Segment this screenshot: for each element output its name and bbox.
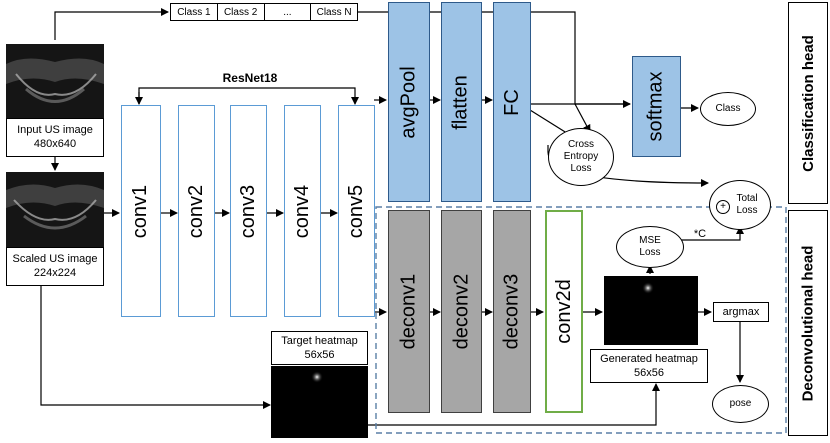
classification-head-box: Classification head (788, 2, 828, 204)
conv2-layer: conv2 (178, 105, 215, 317)
input-image-size: 480x640 (33, 138, 77, 150)
scaled-image-caption: Scaled US image 224x224 (6, 247, 104, 286)
scaled-image-label: Scaled US image (12, 253, 98, 265)
class-list-item: Class 2 (218, 4, 265, 20)
deconv3-layer: deconv3 (493, 210, 531, 413)
avgpool-layer: avgPool (388, 2, 430, 202)
plus-symbol: + (720, 201, 726, 212)
total-loss-label: Total Loss (736, 193, 758, 216)
generated-heatmap-size: 56x56 (634, 367, 664, 379)
conv1-layer: conv1 (121, 105, 161, 317)
conv5-layer: conv5 (338, 105, 375, 317)
conv5-label: conv5 (345, 184, 367, 238)
plus-icon: + (716, 200, 730, 214)
deconv2-label: deconv2 (450, 273, 472, 350)
argmax-label: argmax (722, 306, 760, 318)
mse-loss-label: MSE Loss (639, 235, 661, 258)
deconvolutional-head-box: Deconvolutional head (788, 210, 828, 436)
input-image-label: Input US image (17, 124, 93, 136)
generated-heatmap-label: Generated heatmap (600, 353, 698, 365)
deconv3-label: deconv3 (500, 273, 523, 350)
generated-heatmap-caption: Generated heatmap 56x56 (590, 349, 708, 383)
target-heatmap-image (271, 366, 368, 438)
deconvolutional-head-label: Deconvolutional head (799, 245, 817, 401)
scaled-image-size: 224x224 (33, 267, 77, 279)
deconv1-label: deconv1 (397, 273, 420, 350)
class-output-label: Class (715, 103, 741, 114)
cross-entropy-loss: Cross Entropy Loss (548, 128, 614, 186)
conv2d-layer: conv2d (545, 210, 583, 413)
classification-head-label: Classification head (799, 34, 817, 172)
avgpool-label: avgPool (397, 65, 420, 139)
target-heatmap-size: 56x56 (304, 349, 335, 361)
target-heatmap-caption: Target heatmap 56x56 (271, 331, 368, 365)
flatten-label: flatten (450, 74, 473, 130)
deconv-region (375, 206, 787, 434)
conv2d-label: conv2d (552, 279, 575, 344)
fc-label: FC (500, 88, 523, 116)
conv2-label: conv2 (185, 184, 207, 238)
class-output: Class (700, 92, 756, 126)
deconv2-layer: deconv2 (441, 210, 482, 413)
conv4-layer: conv4 (284, 105, 321, 317)
generated-heatmap-image (604, 276, 698, 345)
conv3-label: conv3 (237, 184, 259, 238)
scaled-us-image (6, 172, 104, 247)
conv4-label: conv4 (291, 184, 313, 238)
class-list-item: ... (265, 4, 312, 20)
target-heatmap-label: Target heatmap (281, 335, 358, 347)
class-list-item: Class 1 (171, 4, 218, 20)
mse-loss: MSE Loss (616, 226, 684, 268)
deconv1-layer: deconv1 (388, 210, 430, 413)
softmax-layer: softmax (632, 56, 681, 157)
conv1-label: conv1 (129, 184, 152, 238)
class-list-item: Class N (316, 6, 352, 18)
resnet-title: ResNet18 (222, 71, 278, 85)
class-list: Class 1 Class 2 ... Class N (170, 3, 358, 21)
conv3-layer: conv3 (230, 105, 267, 317)
total-loss: + Total Loss (709, 180, 771, 230)
softmax-label: softmax (645, 71, 667, 142)
cross-entropy-label: Cross Entropy Loss (563, 139, 599, 174)
flatten-layer: flatten (441, 2, 482, 202)
input-image-caption: Input US image 480x640 (6, 118, 104, 157)
mse-weight: *C (693, 228, 707, 240)
pose-label: pose (729, 398, 752, 409)
fc-layer: FC (493, 2, 531, 202)
argmax-box: argmax (713, 302, 769, 322)
input-us-image (6, 44, 104, 119)
pose-output: pose (712, 385, 769, 423)
